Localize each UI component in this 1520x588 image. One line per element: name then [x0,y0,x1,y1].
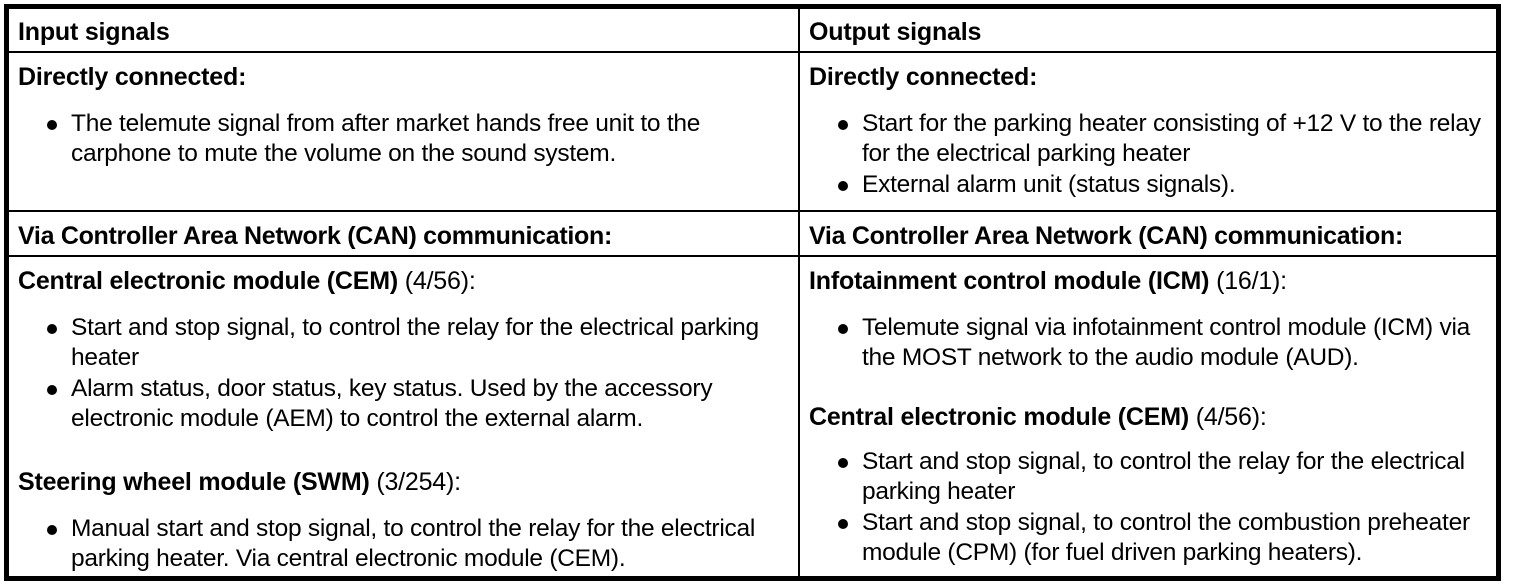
module-list-icm-output: Telemute signal via infotainment control… [809,313,1486,373]
table-header-row: Input signals Output signals [9,9,1496,53]
can-communication-row: Via Controller Area Network (CAN) commun… [9,211,1496,257]
module-name: Steering wheel module (SWM) [18,468,370,496]
module-list-cem-input: Start and stop signal, to control the re… [18,313,788,434]
directly-connected-row: Directly connected: The telemute signal … [9,52,1496,212]
output-directly-connected-heading: Directly connected: [809,63,1038,91]
output-directly-connected-cell: Directly connected: Start for the parkin… [799,52,1496,212]
module-code: (16/1): [1216,267,1287,295]
module-heading-cem-input: Central electronic module (CEM) (4/56): [18,261,788,294]
module-name: Infotainment control module (ICM) [809,267,1210,295]
input-directly-connected-cell: Directly connected: The telemute signal … [9,52,800,212]
list-item: The telemute signal from after market ha… [18,109,788,169]
list-item: Start and stop signal, to control the re… [18,313,788,373]
input-can-heading: Via Controller Area Network (CAN) commun… [18,222,613,250]
output-signals-title: Output signals [809,18,982,46]
output-modules-cell: Infotainment control module (ICM) (16/1)… [799,256,1496,581]
module-heading-cem-output: Central electronic module (CEM) (4/56): [809,397,1486,430]
list-item: Alarm status, door status, key status. U… [18,374,788,434]
list-item: Start for the parking heater consisting … [809,109,1486,169]
input-signals-title: Input signals [18,18,170,46]
list-item: Start and stop signal, to control the co… [809,508,1486,568]
list-item: Telemute signal via infotainment control… [809,313,1486,373]
module-code: (4/56): [404,267,476,295]
module-list-swm-input: Manual start and stop signal, to control… [18,514,788,574]
output-directly-connected-list: Start for the parking heater consisting … [809,109,1486,200]
module-list-cem-output: Start and stop signal, to control the re… [809,447,1486,568]
header-cell-input-signals: Input signals [9,9,800,53]
signal-table: Input signals Output signals Directly co… [4,4,1501,581]
output-can-heading: Via Controller Area Network (CAN) commun… [809,222,1404,250]
module-name: Central electronic module (CEM) [809,403,1189,431]
list-item: Start and stop signal, to control the re… [809,447,1486,507]
module-name: Central electronic module (CEM) [18,267,398,295]
modules-row: Central electronic module (CEM) (4/56): … [9,256,1496,581]
input-modules-cell: Central electronic module (CEM) (4/56): … [9,256,800,581]
module-heading-icm-output: Infotainment control module (ICM) (16/1)… [809,261,1486,294]
list-item: Manual start and stop signal, to control… [18,514,788,574]
input-can-cell: Via Controller Area Network (CAN) commun… [9,211,800,257]
input-directly-connected-list: The telemute signal from after market ha… [18,109,788,169]
list-item: External alarm unit (status signals). [809,170,1486,200]
module-code: (4/56): [1195,403,1267,431]
header-cell-output-signals: Output signals [799,9,1496,53]
output-can-cell: Via Controller Area Network (CAN) commun… [799,211,1496,257]
input-directly-connected-heading: Directly connected: [18,63,247,91]
module-heading-swm-input: Steering wheel module (SWM) (3/254): [18,462,788,495]
module-code: (3/254): [376,468,461,496]
